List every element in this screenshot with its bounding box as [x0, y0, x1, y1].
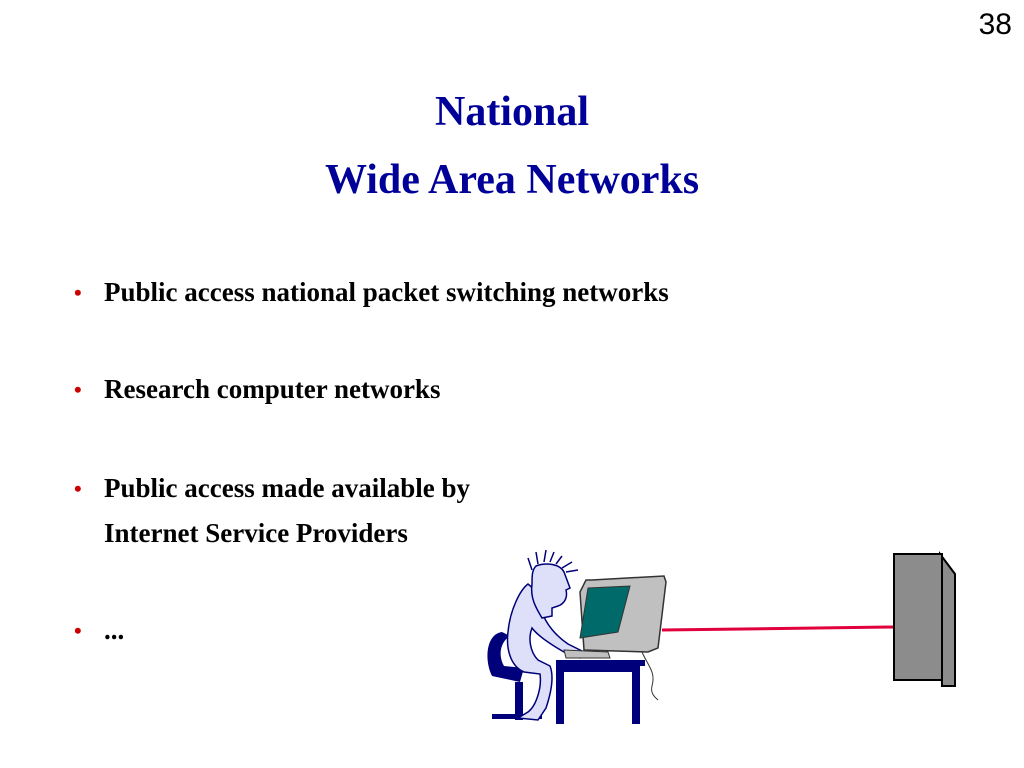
bullet-dot: •	[74, 618, 82, 643]
bullet-dot: •	[74, 377, 82, 402]
list-item: • Research computer networks	[72, 367, 440, 412]
page-title: National Wide Area Networks	[0, 78, 1024, 214]
bullet-dot: •	[74, 476, 82, 501]
bullet-dot: •	[74, 280, 82, 305]
bullet-text: Research computer networks	[104, 374, 441, 404]
title-line-1: National	[434, 89, 589, 135]
title-line-2: Wide Area Networks	[324, 157, 700, 204]
list-item: • Public access made available by Intern…	[72, 466, 470, 556]
bullet-text: Public access national packet switching …	[104, 277, 669, 307]
bullet-text: ...	[104, 615, 125, 645]
page-number: 38	[978, 8, 1012, 41]
bullet-text-line-1: Public access made available by	[104, 473, 470, 503]
server-tower-icon	[893, 550, 956, 687]
bullet-text-line-2: Internet Service Providers	[104, 518, 408, 548]
network-illustration	[487, 549, 956, 724]
network-connection-line	[661, 625, 895, 632]
person-at-computer-icon	[487, 549, 667, 724]
list-item: • Public access national packet switchin…	[72, 270, 669, 315]
list-item: • ...	[72, 608, 124, 653]
